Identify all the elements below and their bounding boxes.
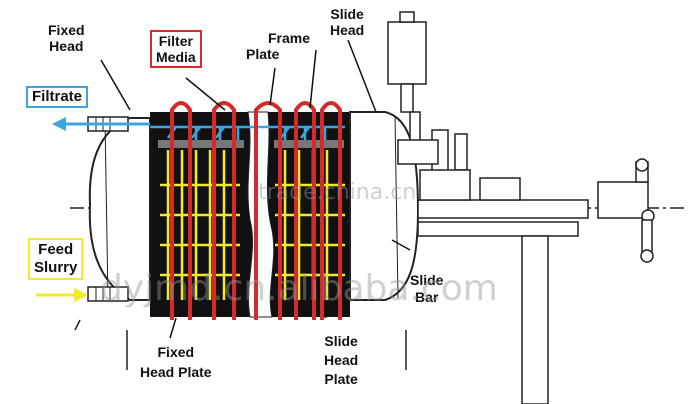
fixed-head-seam (104, 119, 109, 301)
hydraulic-cylinder (387, 11, 468, 179)
dashed-marks (74, 319, 407, 370)
feed-port (87, 286, 129, 302)
filtrate-arrow (52, 117, 150, 131)
filter-media-cloths (170, 101, 342, 320)
slide-head-seam (394, 115, 399, 299)
feed-arrow (36, 288, 88, 302)
end-linkage (635, 158, 655, 263)
leader-lines (100, 39, 411, 339)
cloth-texture (158, 140, 344, 148)
slide-bar-rails (417, 169, 649, 404)
label-filtrate: Filtrate (26, 86, 89, 108)
fixed-head-body (88, 117, 151, 301)
